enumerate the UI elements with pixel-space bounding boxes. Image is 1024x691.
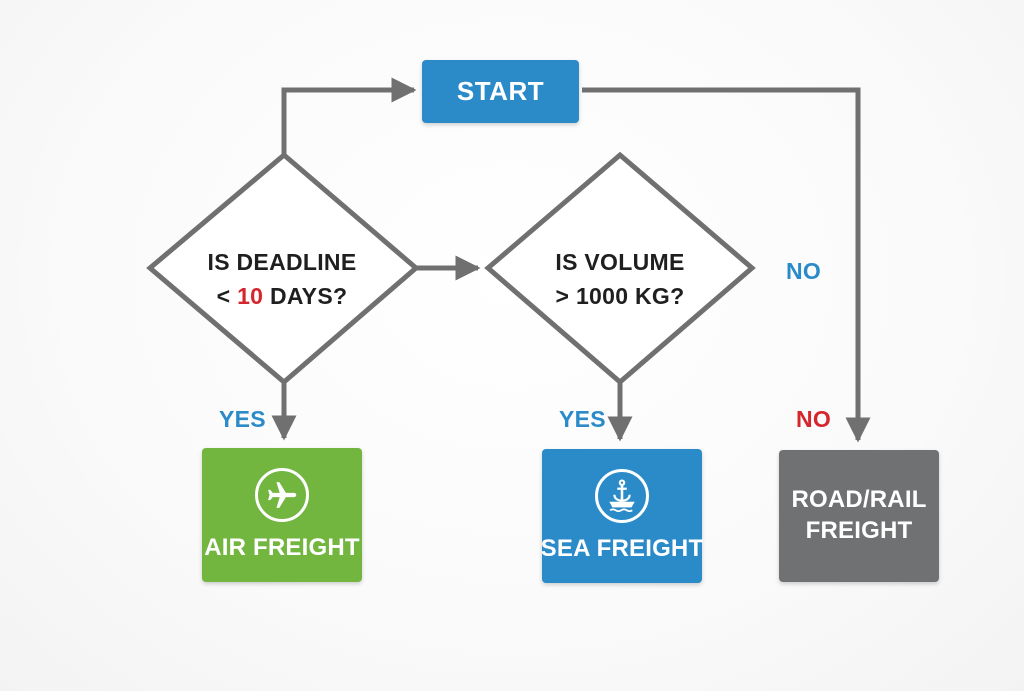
sea-freight-node[interactable]: SEA FREIGHT bbox=[540, 449, 704, 583]
air-freight-node[interactable]: AIR FREIGHT bbox=[202, 448, 362, 582]
branch-road-no: NO bbox=[796, 406, 832, 432]
start-node[interactable]: START bbox=[422, 60, 579, 123]
decision-volume-text: IS VOLUME > 1000 KG? bbox=[530, 245, 710, 313]
branch-deadline-yes: YES bbox=[219, 406, 266, 432]
sea-freight-label: SEA FREIGHT bbox=[540, 535, 704, 562]
air-icon-ring bbox=[255, 468, 309, 522]
branch-volume-no: NO bbox=[786, 258, 822, 284]
decision-deadline-suffix: DAYS? bbox=[263, 283, 348, 309]
decision-volume-line1: IS VOLUME bbox=[555, 249, 685, 275]
connector-deadline-to-start bbox=[281, 77, 417, 155]
airplane-icon bbox=[268, 482, 297, 508]
decision-deadline-text: IS DEADLINE < 10 DAYS? bbox=[192, 245, 372, 313]
sea-icon-ring bbox=[595, 469, 649, 523]
branch-volume-yes: YES bbox=[559, 406, 606, 432]
decision-deadline-line2: < 10 DAYS? bbox=[192, 279, 372, 313]
road-rail-freight-label: ROAD/RAIL FREIGHT bbox=[791, 486, 927, 544]
road-rail-freight-node[interactable]: ROAD/RAIL FREIGHT bbox=[779, 450, 939, 582]
connector-start-to-road bbox=[582, 87, 871, 443]
decision-deadline-highlight: 10 bbox=[237, 283, 264, 309]
decision-volume-line2: > 1000 KG? bbox=[555, 283, 685, 309]
air-freight-label: AIR FREIGHT bbox=[204, 534, 360, 561]
decision-deadline-line1: IS DEADLINE bbox=[207, 249, 357, 275]
start-label: START bbox=[456, 76, 545, 106]
decision-deadline-prefix: < bbox=[216, 283, 238, 309]
ship-anchor-icon bbox=[609, 479, 635, 513]
